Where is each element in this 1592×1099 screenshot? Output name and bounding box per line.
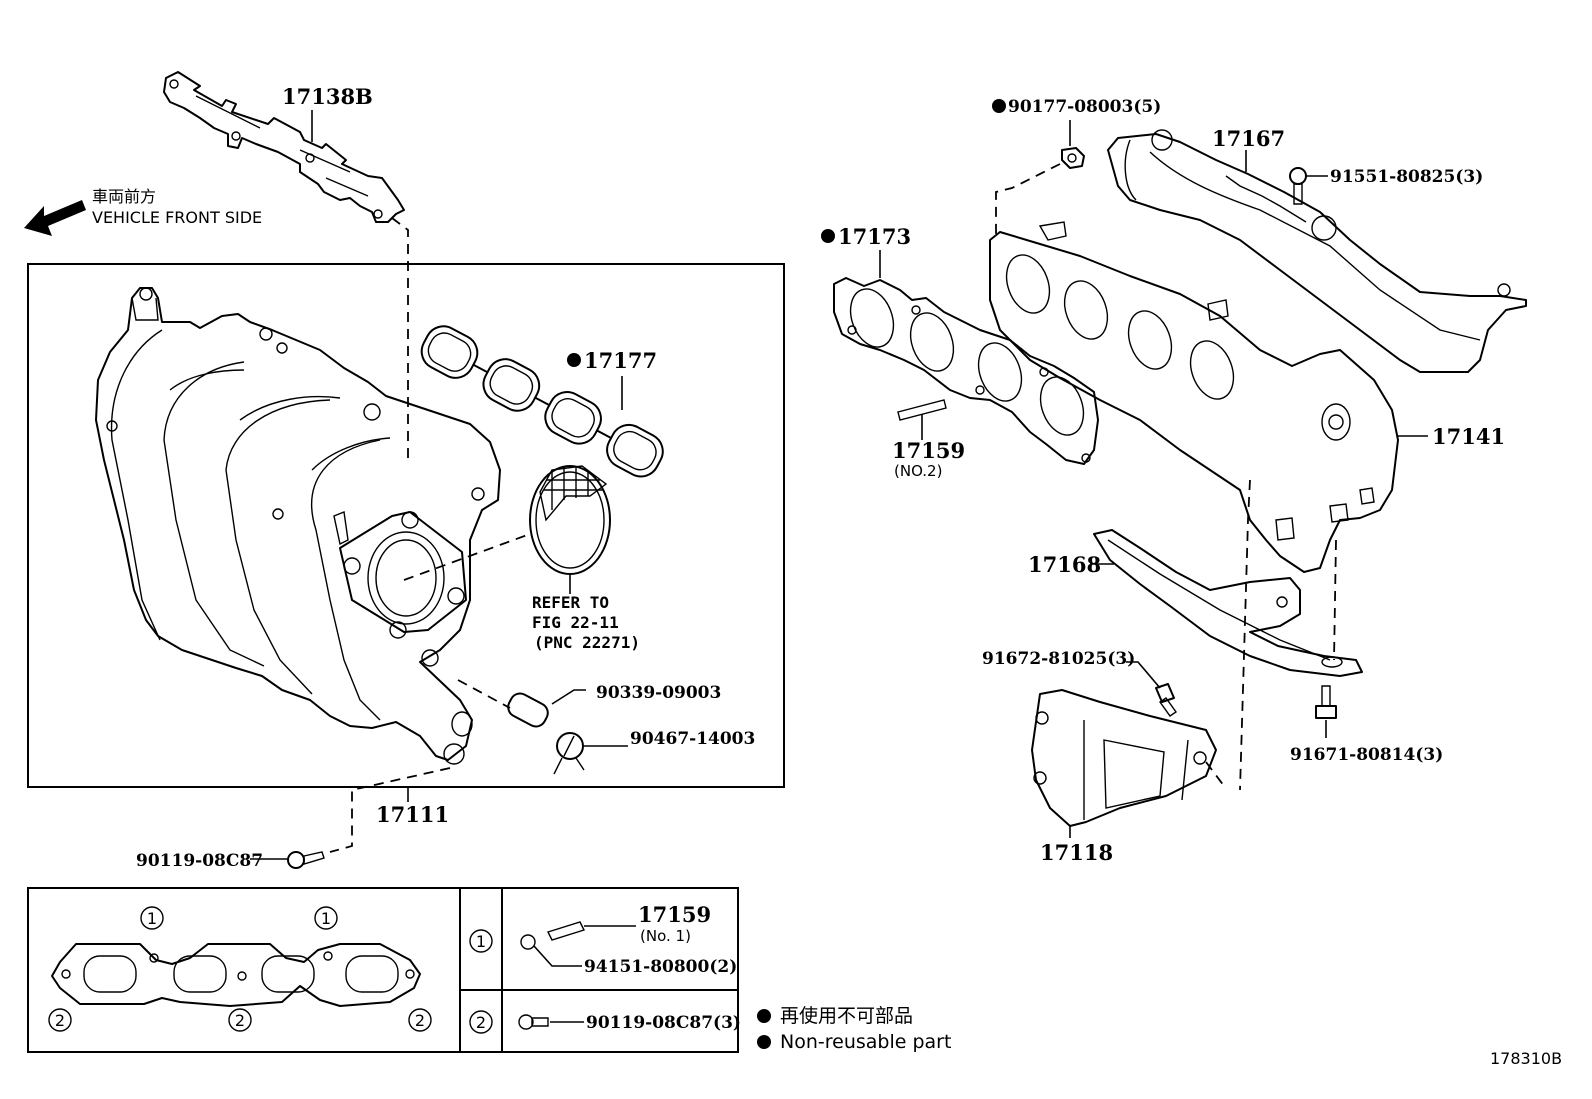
part-label-17167[interactable]: 17167 bbox=[1212, 126, 1285, 151]
part-17141-exhaust-manifold[interactable]: 17141 bbox=[989, 221, 1505, 791]
part-label-90119-08C87[interactable]: 90119-08C87 bbox=[136, 851, 263, 871]
marker-1-a: 1 bbox=[140, 906, 164, 930]
part-90339-09003[interactable]: 90339-09003 bbox=[505, 683, 722, 730]
marker-2-a: 2 bbox=[48, 1008, 72, 1032]
intake-manifold-group-box bbox=[27, 263, 785, 788]
marker-2-c: 2 bbox=[408, 1008, 432, 1032]
legend-en: Non-reusable part bbox=[780, 1031, 951, 1053]
part-label-17173[interactable]: 17173 bbox=[838, 224, 911, 249]
part-label-17141[interactable]: 17141 bbox=[1432, 424, 1505, 449]
detail-table: 1 1 2 2 2 1 17159 (No. 1) 94151-8 bbox=[27, 887, 741, 1053]
part-17167-heat-insulator[interactable]: 17167 bbox=[1107, 126, 1527, 373]
part-label-17138B[interactable]: 17138B bbox=[282, 84, 373, 109]
part-label-91551-80825[interactable]: 91551-80825(3) bbox=[1330, 167, 1483, 187]
detail-part-17159-sub: (No. 1) bbox=[640, 927, 691, 945]
part-90119-08C87[interactable]: 90119-08C87 bbox=[136, 851, 325, 871]
detail-row-1[interactable]: 1 17159 (No. 1) 94151-80800(2) bbox=[469, 902, 737, 977]
refer-note-line1: REFER TO bbox=[532, 593, 609, 612]
legend-jp: 再使用不可部品 bbox=[780, 1005, 913, 1027]
part-17177-intake-gasket[interactable]: 17177 bbox=[415, 320, 669, 483]
part-label-90467-14003[interactable]: 90467-14003 bbox=[630, 729, 755, 749]
legend: 再使用不可部品 Non-reusable part bbox=[757, 1005, 951, 1053]
part-17159-stud-no2[interactable]: 17159 (NO.2) bbox=[892, 399, 965, 480]
part-90177-08003[interactable]: 90177-08003(5) bbox=[992, 97, 1161, 240]
non-reusable-marker bbox=[567, 353, 581, 367]
part-91672-81025[interactable]: 91672-81025(3) bbox=[982, 649, 1177, 717]
part-label-17159-no2-sub: (NO.2) bbox=[894, 462, 942, 480]
throttle-body-gasket-reference[interactable]: REFER TO FIG 22-11 (PNC 22271) bbox=[529, 465, 640, 652]
part-label-17111[interactable]: 17111 bbox=[376, 802, 449, 827]
vehicle-front-indicator: 車両前方 VEHICLE FRONT SIDE bbox=[24, 187, 262, 236]
detail-row-2[interactable]: 2 90119-08C87(3) bbox=[469, 1010, 741, 1034]
part-17118-bracket[interactable]: 17118 bbox=[1031, 689, 1225, 865]
refer-note-line2: FIG 22-11 bbox=[532, 613, 619, 632]
marker-1-b: 1 bbox=[314, 906, 338, 930]
part-label-17118[interactable]: 17118 bbox=[1040, 840, 1113, 865]
svg-text:2: 2 bbox=[235, 1011, 245, 1030]
svg-text:1: 1 bbox=[476, 932, 486, 951]
part-17168-bracket[interactable]: 17168 bbox=[1028, 529, 1363, 677]
exhaust-gasket-stud-layout bbox=[51, 943, 421, 1007]
part-91671-80814[interactable]: 91671-80814(3) bbox=[1290, 685, 1443, 765]
svg-text:1: 1 bbox=[147, 909, 157, 928]
vehicle-front-label-jp: 車両前方 bbox=[92, 187, 156, 206]
part-label-17177[interactable]: 17177 bbox=[584, 348, 657, 373]
part-17138B[interactable]: 17138B bbox=[163, 71, 409, 460]
part-91551-80825[interactable]: 91551-80825(3) bbox=[1289, 167, 1483, 205]
part-90467-14003[interactable]: 90467-14003 bbox=[553, 729, 755, 775]
arrow-left-icon bbox=[24, 200, 86, 236]
refer-note-line3: (PNC 22271) bbox=[534, 633, 640, 652]
marker-2-b: 2 bbox=[228, 1008, 252, 1032]
svg-text:2: 2 bbox=[476, 1013, 486, 1032]
detail-fastener-90119[interactable]: 90119-08C87(3) bbox=[586, 1013, 741, 1033]
detail-fastener-94151[interactable]: 94151-80800(2) bbox=[584, 957, 737, 977]
svg-text:2: 2 bbox=[415, 1011, 425, 1030]
part-label-90177-08003[interactable]: 90177-08003(5) bbox=[1008, 97, 1161, 117]
part-17111-intake-manifold[interactable]: 17111 bbox=[95, 287, 531, 853]
part-label-91671-80814[interactable]: 91671-80814(3) bbox=[1290, 745, 1443, 765]
part-label-17168[interactable]: 17168 bbox=[1028, 552, 1101, 577]
part-label-90339-09003[interactable]: 90339-09003 bbox=[596, 683, 721, 703]
svg-text:1: 1 bbox=[321, 909, 331, 928]
part-label-17159-no2[interactable]: 17159 bbox=[892, 438, 965, 463]
figure-id: 178310B bbox=[1490, 1049, 1562, 1068]
part-label-91672-81025[interactable]: 91672-81025(3) bbox=[982, 649, 1135, 669]
part-17173-exhaust-gasket[interactable]: 17173 bbox=[821, 224, 1099, 465]
vehicle-front-label-en: VEHICLE FRONT SIDE bbox=[92, 208, 262, 227]
svg-text:2: 2 bbox=[55, 1011, 65, 1030]
detail-part-17159[interactable]: 17159 bbox=[638, 902, 711, 927]
